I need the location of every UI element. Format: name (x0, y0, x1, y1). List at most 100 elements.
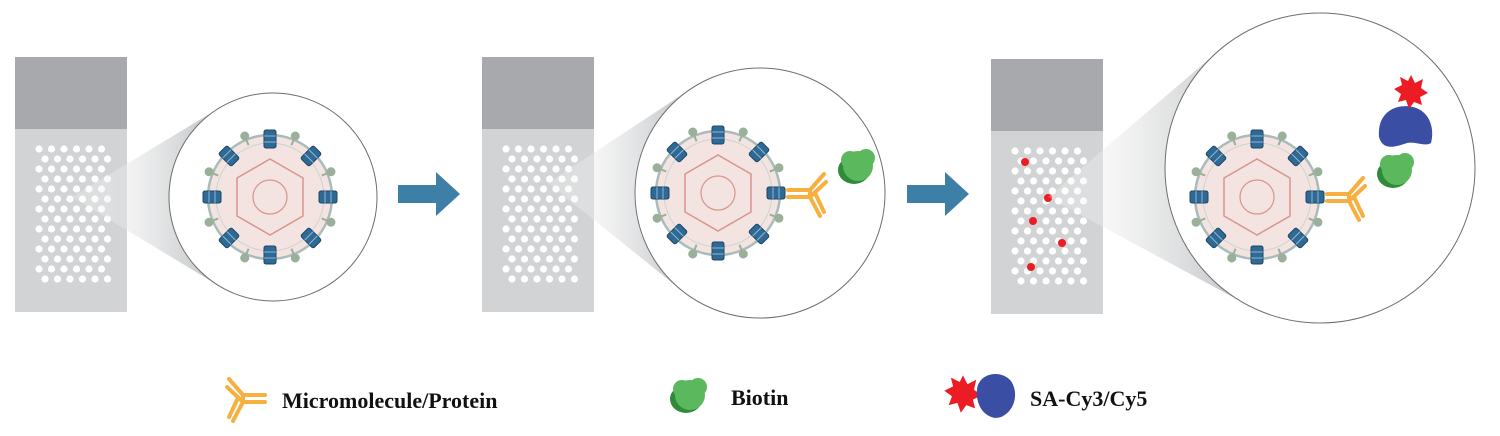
well (514, 245, 523, 253)
surface-bead (1191, 167, 1206, 177)
well (533, 275, 541, 283)
bead (240, 131, 250, 141)
well (1023, 187, 1032, 195)
well (508, 235, 516, 243)
well (1061, 247, 1069, 255)
receptor-shape (1250, 129, 1264, 149)
bead (240, 253, 250, 263)
well (66, 255, 74, 263)
receptor-shape (263, 245, 277, 265)
well (514, 265, 523, 273)
bead (290, 253, 300, 263)
well (41, 255, 49, 263)
bead-stalk (1232, 139, 1237, 146)
step-arrow-1 (398, 172, 460, 216)
well (66, 155, 74, 163)
well (53, 255, 62, 263)
well (533, 235, 541, 243)
well (41, 235, 49, 243)
well (53, 175, 62, 183)
surface-bead (1277, 248, 1287, 263)
well (533, 255, 541, 263)
well (520, 155, 529, 163)
well (1029, 197, 1038, 205)
well (1017, 177, 1025, 185)
surface-bead (688, 244, 698, 259)
legend-label-sa-dye: SA-Cy3/Cy5 (1030, 386, 1148, 411)
well (1029, 277, 1038, 285)
sa-body (1378, 106, 1433, 147)
chip-label-area (991, 59, 1103, 131)
well (539, 205, 548, 213)
well (502, 185, 510, 193)
well (570, 255, 579, 263)
well (1029, 257, 1038, 265)
well (103, 275, 112, 283)
well (539, 265, 548, 273)
well (1048, 207, 1057, 215)
well (47, 265, 56, 273)
well (1011, 147, 1019, 155)
bead-stalk (1277, 139, 1282, 146)
well (508, 255, 516, 263)
receptor (202, 190, 222, 204)
well (520, 175, 529, 183)
bead (1277, 253, 1287, 263)
receptor (263, 245, 277, 265)
well (91, 155, 99, 163)
well (53, 195, 62, 203)
well (533, 175, 541, 183)
surface-bead (321, 167, 336, 177)
well (1029, 157, 1038, 165)
bead (1313, 167, 1323, 177)
surface-bead (769, 163, 784, 173)
bead-stalk (290, 139, 295, 146)
well (1017, 197, 1025, 205)
bead-stalk (693, 135, 698, 142)
bead (204, 217, 214, 227)
surface-bead (321, 217, 336, 227)
receptor (650, 186, 670, 200)
positive-spot (1058, 239, 1066, 247)
well (1036, 147, 1044, 155)
well (91, 255, 99, 263)
bead (738, 127, 748, 137)
well (60, 165, 68, 173)
well (1073, 267, 1082, 275)
legend-label-antibody: Micromolecule/Protein (282, 388, 498, 413)
well (1067, 257, 1075, 265)
well (545, 155, 554, 163)
surface-bead (652, 213, 667, 223)
well (78, 255, 87, 263)
well (1048, 167, 1057, 175)
bead-stalk (1199, 217, 1206, 222)
receptor-shape (202, 190, 222, 204)
receptor (1250, 245, 1264, 265)
well (91, 175, 99, 183)
well (527, 145, 535, 153)
well (1054, 257, 1063, 265)
receptor (711, 125, 725, 145)
well (60, 205, 68, 213)
well (60, 145, 68, 153)
well (72, 145, 81, 153)
bead (1277, 131, 1287, 141)
well (558, 255, 566, 263)
well (66, 215, 74, 223)
well (1061, 267, 1069, 275)
bead (326, 217, 336, 227)
well (78, 215, 87, 223)
bead-stalk (738, 135, 743, 142)
surface-bead (204, 167, 219, 177)
well (91, 215, 99, 223)
well (558, 275, 566, 283)
well (520, 235, 529, 243)
well (564, 265, 573, 273)
well (47, 145, 56, 153)
well (533, 215, 541, 223)
well (85, 145, 93, 153)
well (1029, 237, 1038, 245)
well (1079, 277, 1088, 285)
well (552, 205, 560, 213)
well (558, 195, 566, 203)
